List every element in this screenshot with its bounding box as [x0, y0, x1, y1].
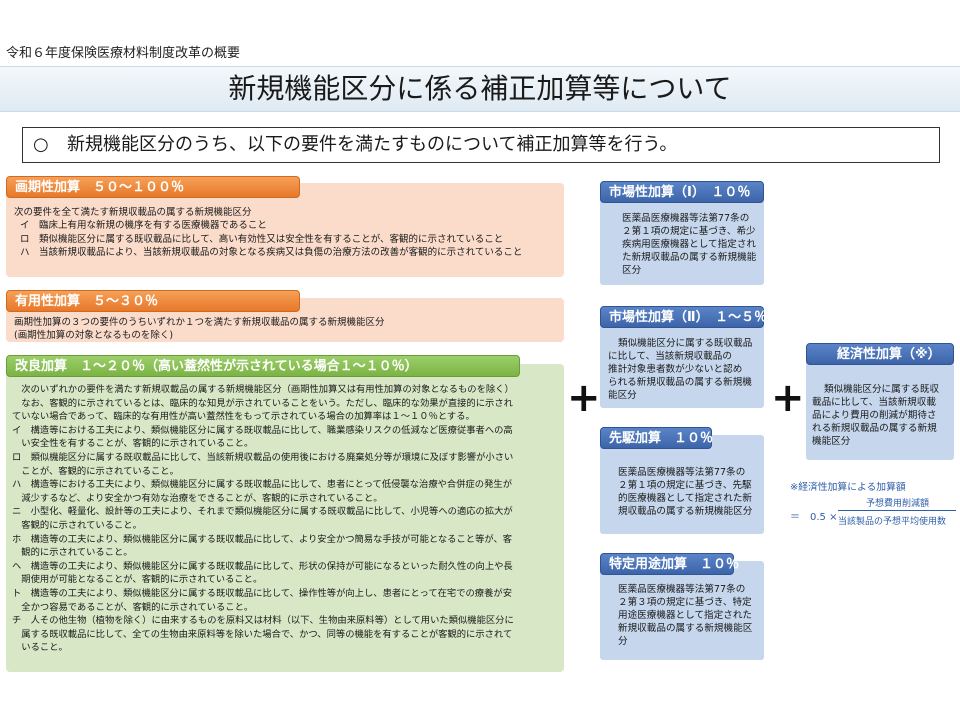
specific-text: 医薬品医療機器等法第77条の ２第３項の規定に基づき、特定 用途医療機器として指…: [608, 583, 752, 648]
improvement-line: 観的に示されていること。: [12, 547, 133, 559]
market2-line: 推計対象患者数が少ないと認め: [608, 364, 743, 375]
specific-line: ２第３項の規定に基づき、特定: [618, 597, 752, 608]
improvement-line: 期使用が可能となることが、客観的に示されていること。: [12, 574, 263, 586]
epoch-panel: [6, 183, 564, 277]
economy-line: 品により費用の削減が期待さ: [812, 410, 937, 421]
plus-icon: +: [771, 375, 805, 421]
market2-line: 能区分: [608, 390, 637, 401]
market1-line: た新規収載品の属する新規機能: [622, 252, 757, 263]
market1-line: 医薬品医療機器等法第77条の: [622, 213, 750, 224]
improvement-line: 属する既収載品に比して、全ての生物由来原料等を除いた場合で、かつ、同等の機能を有…: [12, 628, 513, 640]
pioneer-panel: [600, 435, 764, 534]
improvement-line: チ 人その他生物（植物を除く）に由来するものを原料又は材料（以下、生物由来原料等…: [12, 615, 514, 627]
improvement-line: 全かつ容易であることが、客観的に示されていること。: [12, 601, 254, 613]
pioneer-line: 医薬品医療機器等法第77条の: [618, 467, 746, 478]
intro-text: 新規機能区分のうち、以下の要件を満たすものについて補正加算等を行う。: [67, 134, 678, 155]
market2-line: 類似機能区分に属する既収載品: [618, 338, 753, 349]
market2-tab: 市場性加算（Ⅱ） １～５％: [600, 306, 767, 328]
economy-line: 載品に比して、当該新規収載: [812, 397, 936, 408]
pioneer-line: ２第１項の規定に基づき、先駆: [618, 480, 752, 491]
improvement-line: 次のいずれかの要件を満たす新規収載品の属する新規機能区分（画期性加算又は有用性加…: [12, 384, 514, 395]
circle-bullet-icon: ○: [33, 134, 49, 155]
pioneer-tab: 先駆加算 １０％: [600, 427, 713, 449]
specific-tab: 特定用途加算 １０％: [600, 553, 739, 575]
usefulness-text: 画期性加算の３つの要件のうちいずれか１つを満たす新規収載品の属する新規機能区分 …: [14, 316, 385, 343]
plus-icon: +: [567, 375, 601, 421]
usefulness-line: 画期性加算の３つの要件のうちいずれか１つを満たす新規収載品の属する新規機能区分: [14, 317, 385, 328]
epoch-tab: 画期性加算 ５０～１００％: [6, 176, 300, 198]
market2-panel: [600, 314, 764, 408]
economy-line: れる新規収載品の属する新規: [812, 423, 937, 434]
improvement-panel: [6, 364, 564, 672]
specific-line: 用途医療機器として指定された: [618, 610, 753, 621]
specific-panel: [600, 561, 764, 660]
economy-text: 類似機能区分に属する既収 載品に比して、当該新規収載 品により費用の削減が期待さ…: [812, 383, 939, 448]
formula-numerator: 予想費用削減額: [866, 499, 930, 509]
usefulness-line: (画期性加算の対象となるものを除く): [14, 330, 174, 342]
economy-line: 類似機能区分に属する既収: [824, 384, 940, 395]
improvement-tab: 改良加算 １～２０％（高い蓋然性が示されている場合１～１０％）: [6, 355, 520, 377]
market1-text: 医薬品医療機器等法第77条の ２第１項の規定に基づき、希少 疾病用医療機器として…: [608, 212, 756, 277]
usefulness-tab: 有用性加算 ５～３０％: [6, 290, 300, 312]
improvement-line: ヘ 構造等の工夫により、類似機能区分に属する既収載品に比して、形状の保持が可能に…: [12, 560, 513, 572]
formula-note: ※経済性加算による加算額: [790, 482, 906, 493]
market2-text: 類似機能区分に属する既収載品 に比して、当該新規収載品の 推計対象患者数が少ない…: [608, 337, 752, 402]
pioneer-line: 的医療機器として指定された新: [618, 493, 753, 504]
improvement-line: イ 構造等における工夫により、類似機能区分に属する既収載品に比して、職業感染リス…: [12, 424, 513, 436]
improvement-line: ホ 構造等の工夫により、類似機能区分に属する既収載品に比して、より安全かつ簡易な…: [12, 533, 513, 545]
market2-line: られる新規収載品の属する新規機: [608, 377, 752, 388]
improvement-line: 減少するなど、より安全かつ有効な治療をできることが、客観的に示されていること。: [12, 492, 383, 504]
market1-tab: 市場性加算（Ⅰ） １０％: [600, 181, 764, 203]
improvement-line: ニ 小型化、軽量化、設計等の工夫により、それまで類似機能区分に属する既収載品に比…: [12, 506, 513, 518]
market1-panel: [600, 188, 764, 285]
improvement-line: いること。: [12, 642, 68, 654]
epoch-line: ハ 当該新規収載品により、当該新規収載品の対象となる疾病又は負傷の治療方法の改善…: [20, 247, 523, 259]
improvement-text: 次のいずれかの要件を満たす新規収載品の属する新規機能区分（画期性加算又は有用性加…: [12, 383, 514, 655]
economy-tab: 経済性加算（※）: [806, 343, 954, 365]
improvement-line: なお、客観的に示されているとは、臨床的な知見が示されていることをいう。ただし、臨…: [12, 397, 513, 409]
pioneer-text: 医薬品医療機器等法第77条の ２第１項の規定に基づき、先駆 的医療機器として指定…: [608, 466, 752, 518]
improvement-line: い安全性を有することが、客観的に示されていること。: [12, 438, 254, 450]
fraction-line: [838, 510, 956, 511]
page-title: 新規機能区分に係る補正加算等について: [0, 66, 960, 112]
improvement-line: ことが、客観的に示されていること。: [12, 465, 179, 477]
formula-prefix: ＝ 0.5 ×: [790, 512, 838, 523]
economy-panel: [806, 350, 954, 460]
market1-line: 区分: [622, 265, 642, 276]
economy-line: 機能区分: [812, 436, 851, 447]
intro-box: ○ 新規機能区分のうち、以下の要件を満たすものについて補正加算等を行う。: [22, 127, 940, 163]
document-subtitle: 令和６年度保険医療材料制度改革の概要: [6, 46, 241, 61]
specific-line: 新規収載品の属する新規機能区: [618, 623, 753, 634]
improvement-line: ハ 構造等における工夫により、類似機能区分に属する既収載品に比して、患者にとって…: [12, 479, 512, 491]
market1-line: ２第１項の規定に基づき、希少: [622, 226, 756, 237]
specific-line: 分: [618, 636, 628, 647]
epoch-text: 次の要件を全て満たす新規収載品の属する新規機能区分 イ 臨床上有用な新規の機序を…: [14, 206, 522, 260]
epoch-line: 次の要件を全て満たす新規収載品の属する新規機能区分: [14, 207, 252, 218]
improvement-line: ト 構造等の工夫により、類似機能区分に属する既収載品に比して、操作性等が向上し、…: [12, 587, 512, 599]
market2-line: に比して、当該新規収載品の: [608, 351, 732, 362]
improvement-line: ていない場合であって、臨床的な有用性が高い蓋然性をもって示されている場合の加算率…: [12, 411, 475, 423]
specific-line: 医薬品医療機器等法第77条の: [618, 584, 746, 595]
improvement-line: 客観的に示されていること。: [12, 519, 142, 531]
improvement-line: ロ 類似機能区分に属する既収載品に比して、当該新規収載品の使用後における廃棄処分…: [12, 451, 514, 463]
formula-denominator: 当該製品の予想平均使用数: [838, 517, 947, 527]
epoch-line: イ 臨床上有用な新規の機序を有する医療機器であること: [20, 220, 267, 232]
market1-line: 疾病用医療機器として指定され: [622, 239, 757, 250]
pioneer-line: 規収載品の属する新規機能区分: [618, 506, 753, 517]
epoch-line: ロ 類似機能区分に属する既収載品に比して、高い有効性又は安全性を有することが、客…: [20, 233, 504, 245]
